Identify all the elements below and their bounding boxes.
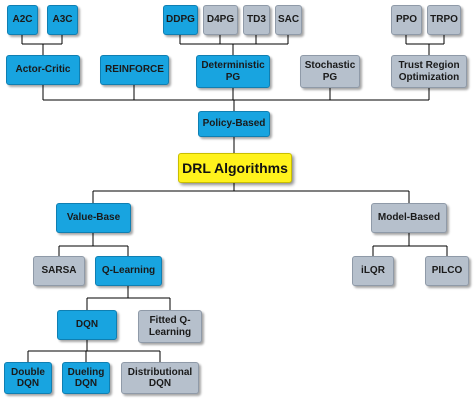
node-trpo: TRPO bbox=[427, 5, 461, 35]
node-q-learning: Q-Learning bbox=[95, 256, 162, 286]
node-model-based: Model-Based bbox=[371, 203, 447, 233]
node-stochastic-pg: Stochastic PG bbox=[300, 55, 360, 88]
node-a2c: A2C bbox=[7, 5, 38, 35]
node-ilqr: iLQR bbox=[352, 256, 394, 286]
node-d4pg: D4PG bbox=[203, 5, 238, 35]
node-policy-based: Policy-Based bbox=[198, 111, 270, 137]
node-actor-critic: Actor-Critic bbox=[6, 55, 80, 85]
node-double-dqn: Double DQN bbox=[4, 362, 52, 394]
node-dueling-dqn: Dueling DQN bbox=[62, 362, 110, 394]
node-drl-algorithms: DRL Algorithms bbox=[178, 153, 292, 183]
node-sarsa: SARSA bbox=[33, 256, 85, 286]
node-fitted-q-learning: Fitted Q- Learning bbox=[138, 310, 202, 343]
node-a3c: A3C bbox=[47, 5, 78, 35]
node-dqn: DQN bbox=[57, 310, 117, 340]
node-ppo: PPO bbox=[391, 5, 422, 35]
node-pilco: PILCO bbox=[425, 256, 469, 286]
node-trust-region-optimization: Trust Region Optimization bbox=[391, 55, 467, 88]
node-td3: TD3 bbox=[243, 5, 270, 35]
node-distributional-dqn: Distributional DQN bbox=[121, 362, 199, 394]
node-deterministic-pg: Deterministic PG bbox=[196, 55, 270, 88]
node-sac: SAC bbox=[275, 5, 302, 35]
node-ddpg: DDPG bbox=[163, 5, 198, 35]
node-reinforce: REINFORCE bbox=[100, 55, 169, 85]
node-value-base: Value-Base bbox=[56, 203, 131, 233]
